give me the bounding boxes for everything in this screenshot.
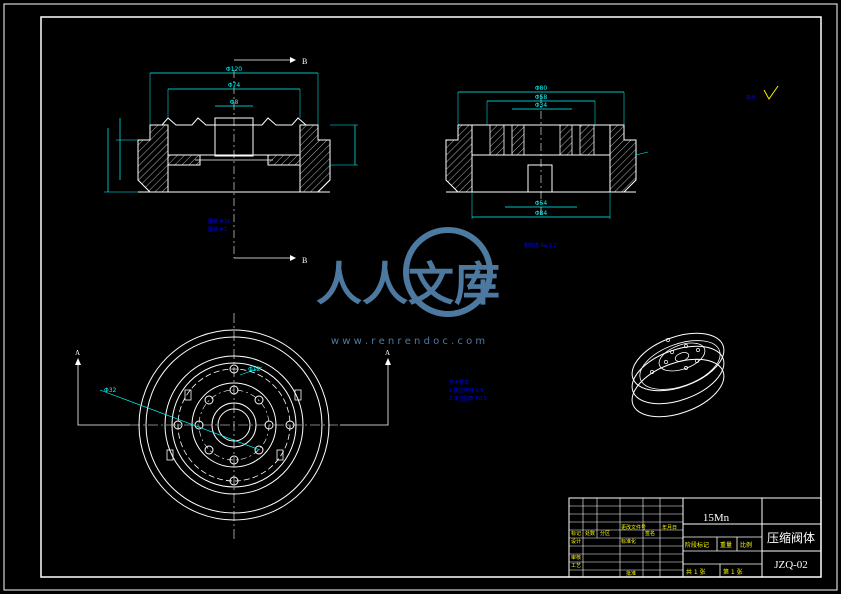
title-sheet: 第 1 张 — [723, 568, 743, 576]
title-row-label-5: 年月日 — [662, 524, 677, 531]
title-material: 15Mn — [703, 512, 730, 524]
plan-view: Φ32 Φ12 A A — [75, 313, 391, 540]
title-part-name: 压缩阀体 — [767, 530, 815, 545]
roughness-label: 其余 — [746, 94, 756, 101]
watermark: 人人文库 w w w . r e n r e n d o c . c o m — [316, 227, 500, 347]
title-row-label-4: 签名 — [645, 530, 655, 537]
title-left-label-0: 设计 — [571, 538, 581, 545]
section-b-bottom: B — [302, 256, 307, 265]
technical-notes: 技术要求 1.锐边倒钝 0.5 2.未注圆角 R0.5 — [449, 379, 487, 402]
side-dim-top2: Φ58 — [535, 94, 548, 101]
title-row-label-0: 标记 — [571, 530, 581, 537]
side-section-view: Φ80 Φ58 Φ34 Φ54 Φ84 粗糙度 Ra 3.2 — [445, 85, 649, 249]
front-section-view: Φ120 Φ74 Φ8 图纸 #16 图纸 #1 B B — [104, 57, 358, 265]
isometric-view — [631, 332, 725, 418]
title-row-label-2: 分区 — [600, 530, 610, 537]
tech-notes-line2: 2.未注圆角 R0.5 — [449, 395, 487, 402]
section-a-right: A — [385, 349, 390, 357]
front-dim-outer: Φ120 — [226, 66, 242, 73]
side-dim-bottom1: Φ54 — [535, 200, 548, 207]
title-left-label-1: 审核 — [571, 554, 581, 561]
side-dim-top1: Φ80 — [535, 85, 548, 92]
front-dim-mid: Φ74 — [228, 82, 241, 89]
plan-dim-diag: Φ32 — [104, 387, 117, 394]
front-note-2: 图纸 #1 — [208, 226, 227, 233]
section-a-left: A — [75, 349, 80, 357]
roughness-symbol: 其余 — [746, 85, 779, 101]
front-dim-inner: Φ8 — [230, 99, 239, 106]
tech-notes-line1: 1.锐边倒钝 0.5 — [449, 387, 483, 394]
inner-frame — [40, 16, 822, 578]
watermark-url: w w w . r e n r e n d o c . c o m — [331, 336, 485, 347]
title-scale-label: 比例 — [740, 541, 752, 549]
title-left-label-4: 批准 — [626, 570, 636, 577]
watermark-title: 人人文库 — [316, 257, 500, 311]
side-dim-top3: Φ34 — [535, 102, 548, 109]
title-drawing-no: JZQ-02 — [774, 559, 808, 571]
title-row-label-3: 更改文件号 — [621, 524, 646, 531]
outer-border — [3, 3, 838, 591]
title-sheets: 共 1 张 — [686, 568, 706, 576]
tech-notes-title: 技术要求 — [449, 379, 469, 386]
side-note: 粗糙度 Ra 3.2 — [524, 242, 557, 249]
section-b-top: B — [302, 57, 307, 66]
title-row-label-1: 处数 — [585, 530, 595, 537]
title-left-label-3: 标准化 — [621, 538, 636, 545]
plan-dim-bolt: Φ12 — [248, 366, 261, 373]
title-weight-label: 重量 — [720, 541, 732, 549]
title-left-label-2: 工艺 — [571, 563, 581, 569]
side-dim-bottom2: Φ84 — [535, 210, 548, 217]
title-block: 标记 处数 分区 更改文件号 签名 年月日 设计 审核 工艺 标准化 批准 15… — [568, 497, 822, 578]
front-note-1: 图纸 #16 — [208, 218, 230, 225]
title-stage-label: 阶段标记 — [685, 541, 709, 549]
